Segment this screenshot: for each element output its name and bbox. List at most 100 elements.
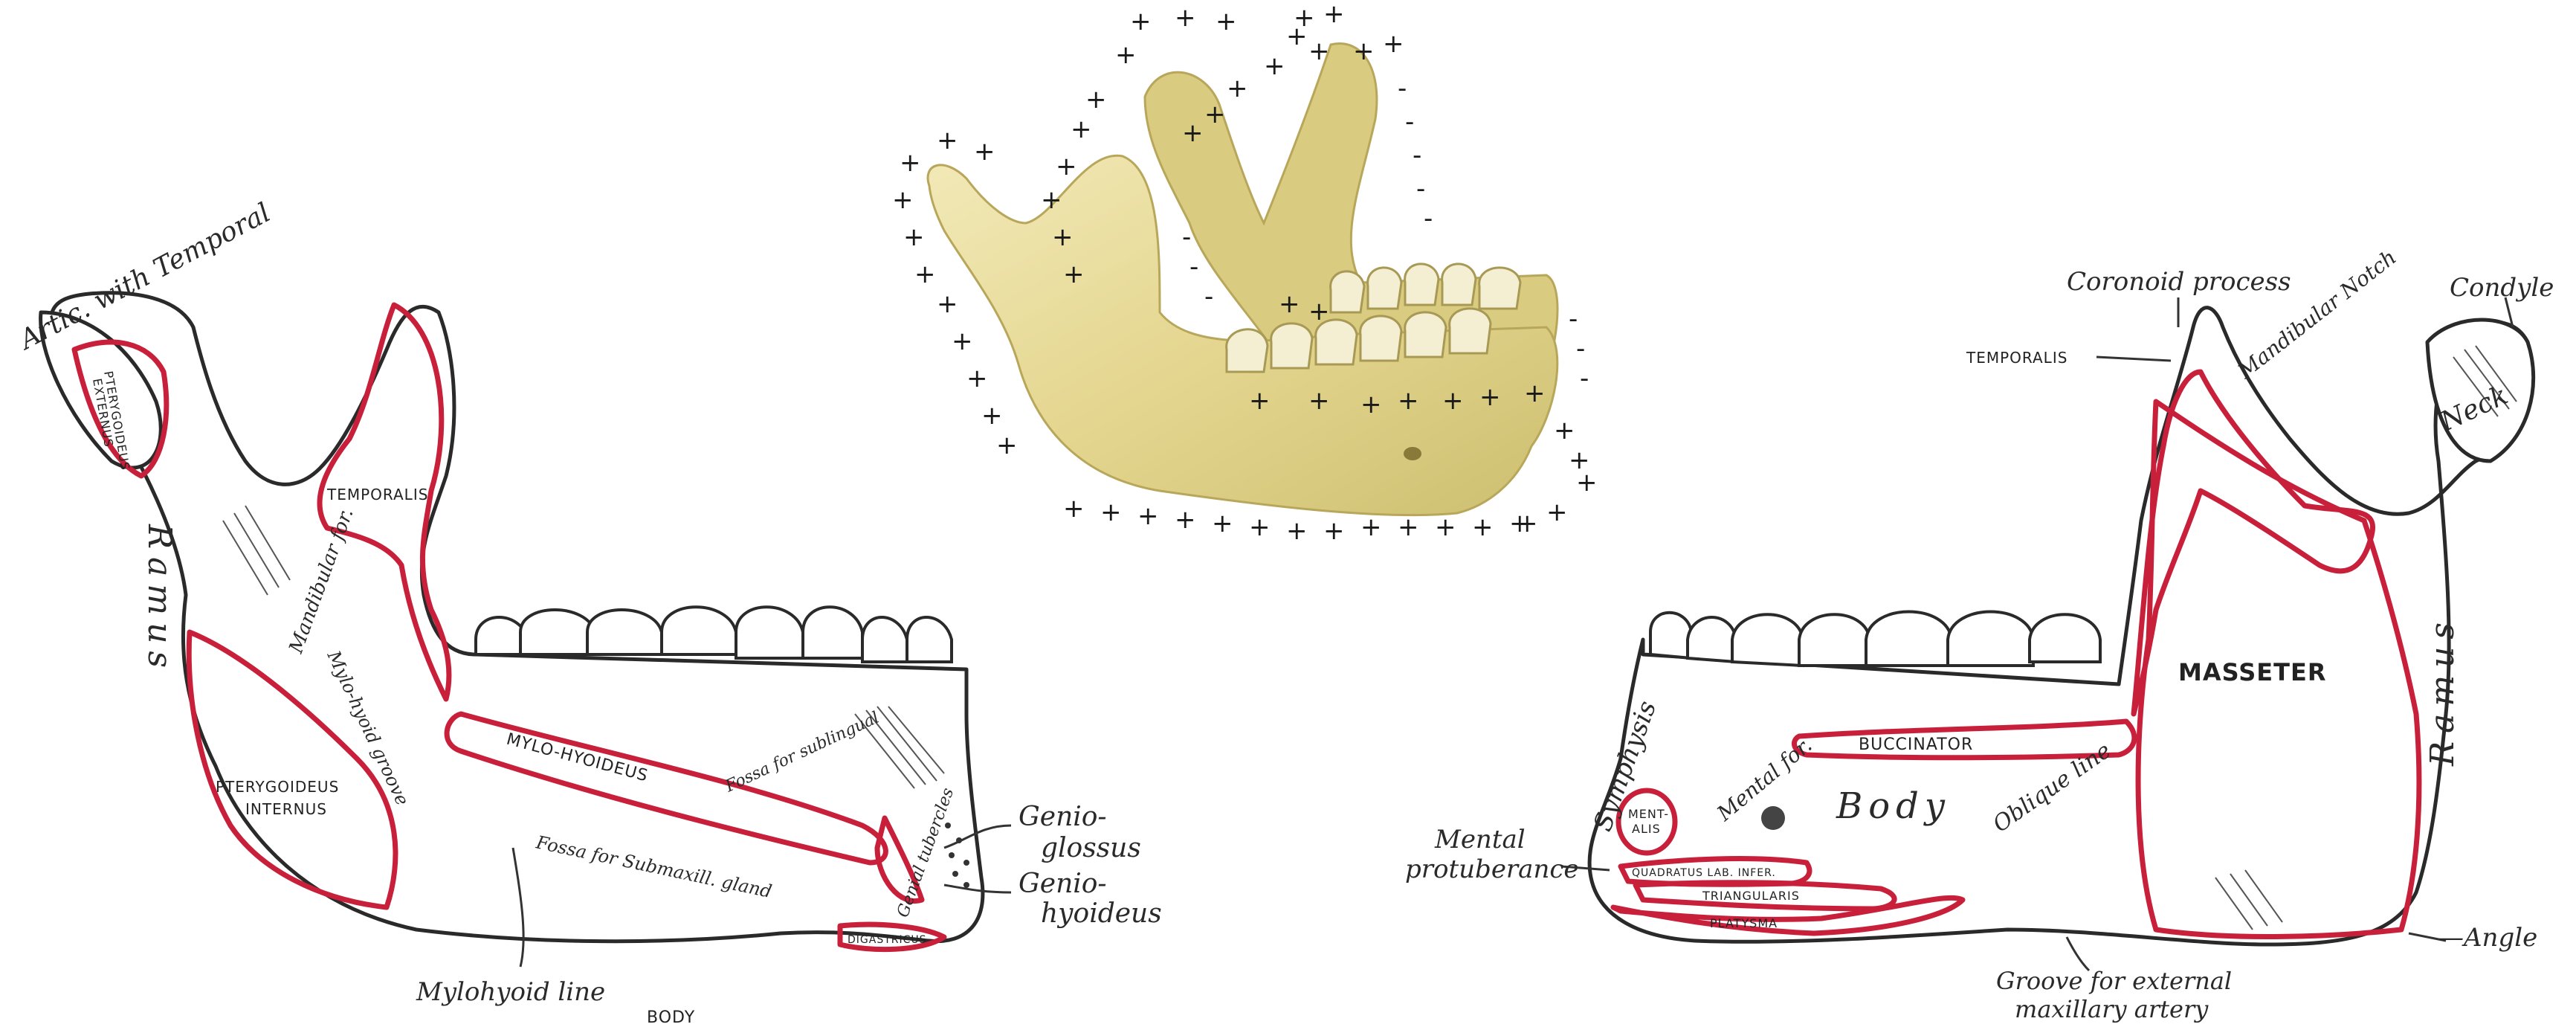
left-tooth (907, 617, 952, 662)
plus-mark: + (966, 364, 988, 393)
plus-mark: + (1071, 115, 1092, 144)
right-label-mentalis-1: MENT- (1628, 807, 1669, 821)
right-tooth (1688, 617, 1736, 662)
plus-mark: + (1398, 512, 1419, 542)
left-label-mylohyoid-line: Mylohyoid line (416, 977, 605, 1007)
plus-mark: + (1212, 509, 1233, 538)
left-tooth (662, 607, 736, 654)
right-label-angle-text: Angle (2462, 923, 2537, 953)
plus-mark: + (1472, 512, 1494, 542)
plus-mark: + (1546, 498, 1568, 527)
right-mental-foramen (1761, 806, 1785, 830)
plus-mark: + (892, 185, 914, 215)
right-label-condyle: Condyle (2450, 273, 2554, 303)
right-label-groove-1: Groove for external (1996, 967, 2232, 995)
plus-mark: + (1279, 289, 1300, 319)
plus-mark: + (1175, 3, 1196, 33)
left-label-geniohyoideus-1: Genio- (1019, 869, 1107, 899)
plus-mark: + (1041, 185, 1062, 215)
right-tooth (1866, 612, 1952, 666)
minus-mark: - (1424, 204, 1433, 234)
right-label-platysma: PLATYSMA (1710, 916, 1778, 930)
plus-mark: + (1524, 379, 1546, 408)
center-bone-back (1145, 43, 1557, 372)
plus-mark: + (1308, 297, 1330, 326)
left-label-ramus: Ramus (141, 524, 178, 675)
plus-mark: + (981, 401, 1003, 431)
plus-mark: + (1056, 152, 1077, 181)
minus-mark: - (1569, 304, 1578, 334)
plus-mark: + (1063, 494, 1085, 524)
right-tooth (2030, 614, 2100, 662)
left-label-ptery-int-2: INTERNUS (245, 800, 327, 818)
right-leader-temporalis (2096, 357, 2171, 361)
center-mental-foramen (1404, 447, 1421, 460)
plus-mark: + (1286, 22, 1308, 51)
right-tooth (1650, 613, 1691, 658)
plus-mark: + (1479, 382, 1501, 412)
left-label-ptery-int-1: PTERYGOIDEUS (216, 778, 339, 796)
left-tooth (736, 607, 803, 658)
right-teeth (1650, 612, 2100, 666)
left-label-genioglossus-1: Genio- (1019, 802, 1107, 832)
right-tooth (1732, 614, 1803, 666)
plus-mark: + (1323, 0, 1345, 29)
left-label-temporalis: TEMPORALIS (326, 486, 428, 503)
right-label-temporalis: TEMPORALIS (1966, 349, 2067, 367)
plus-mark: + (1308, 386, 1330, 416)
center-mandible-figure: + + + + + + + + + + + + + + + + + + + + + + + + + + + + + + + + + + + + + + + +… (892, 0, 1598, 546)
right-label-groove-2: maxillary artery (2015, 995, 2209, 1023)
plus-mark: + (1360, 390, 1382, 419)
plus-mark: + (1182, 118, 1204, 148)
minus-mark: - (1416, 174, 1425, 204)
minus-mark: - (1576, 334, 1585, 364)
minus-mark: - (1182, 222, 1191, 252)
right-label-coronoid-process: Coronoid process (2067, 267, 2291, 297)
plus-mark: + (937, 289, 958, 319)
left-tooth (803, 607, 862, 658)
minus-mark: - (1405, 107, 1414, 137)
plus-mark: + (1509, 509, 1531, 538)
plus-mark: + (914, 260, 936, 289)
minus-mark: - (1204, 282, 1213, 312)
minus-mark: - (1580, 364, 1589, 393)
plus-mark: + (1353, 36, 1375, 66)
left-label-genioglossus-2: glossus (1041, 833, 1141, 863)
plus-mark: + (903, 222, 925, 252)
left-label-geniohyoideus-2: hyoideus (1041, 898, 1162, 929)
plus-mark: + (1115, 40, 1137, 70)
right-label-triangularis: TRIANGULARIS (1702, 889, 1800, 903)
plus-mark: + (1398, 386, 1419, 416)
plus-mark: + (1286, 516, 1308, 546)
minus-mark: - (1413, 141, 1421, 170)
left-teeth (476, 607, 952, 662)
plus-mark: + (1383, 29, 1404, 59)
right-label-mandibular-notch: Mandibular Notch (2233, 245, 2401, 384)
right-label-body: Body (1836, 785, 1951, 827)
left-label-body: BODY (647, 1008, 695, 1027)
plus-mark: + (1100, 498, 1122, 527)
left-tooth (587, 610, 662, 654)
plus-mark: + (1308, 36, 1330, 66)
plus-mark: + (900, 148, 921, 178)
plus-mark: + (952, 326, 973, 356)
right-label-mentalis-2: ALIS (1632, 822, 1661, 836)
plus-mark: + (1175, 505, 1196, 535)
plus-mark: + (1137, 501, 1159, 531)
plus-mark: + (1360, 512, 1382, 542)
right-label-angle: —Angle (2438, 923, 2537, 953)
right-label-buccinator: BUCCINATOR (1859, 736, 1973, 754)
plus-mark: + (996, 431, 1018, 460)
left-label-digastricus: DIGASTRICUS (848, 934, 927, 946)
plus-mark: + (1249, 386, 1271, 416)
plus-mark: + (1323, 516, 1345, 546)
right-label-quadratus: QUADRATUS LAB. INFER. (1632, 867, 1776, 879)
plus-mark: + (1554, 416, 1575, 445)
right-label-mental-protuberance-1: Mental (1434, 825, 1526, 854)
plus-mark: + (1052, 222, 1074, 252)
plus-mark: + (1130, 7, 1152, 36)
plus-mark: + (1085, 85, 1107, 115)
plus-mark: + (1063, 260, 1085, 289)
plus-mark: + (1216, 7, 1237, 36)
